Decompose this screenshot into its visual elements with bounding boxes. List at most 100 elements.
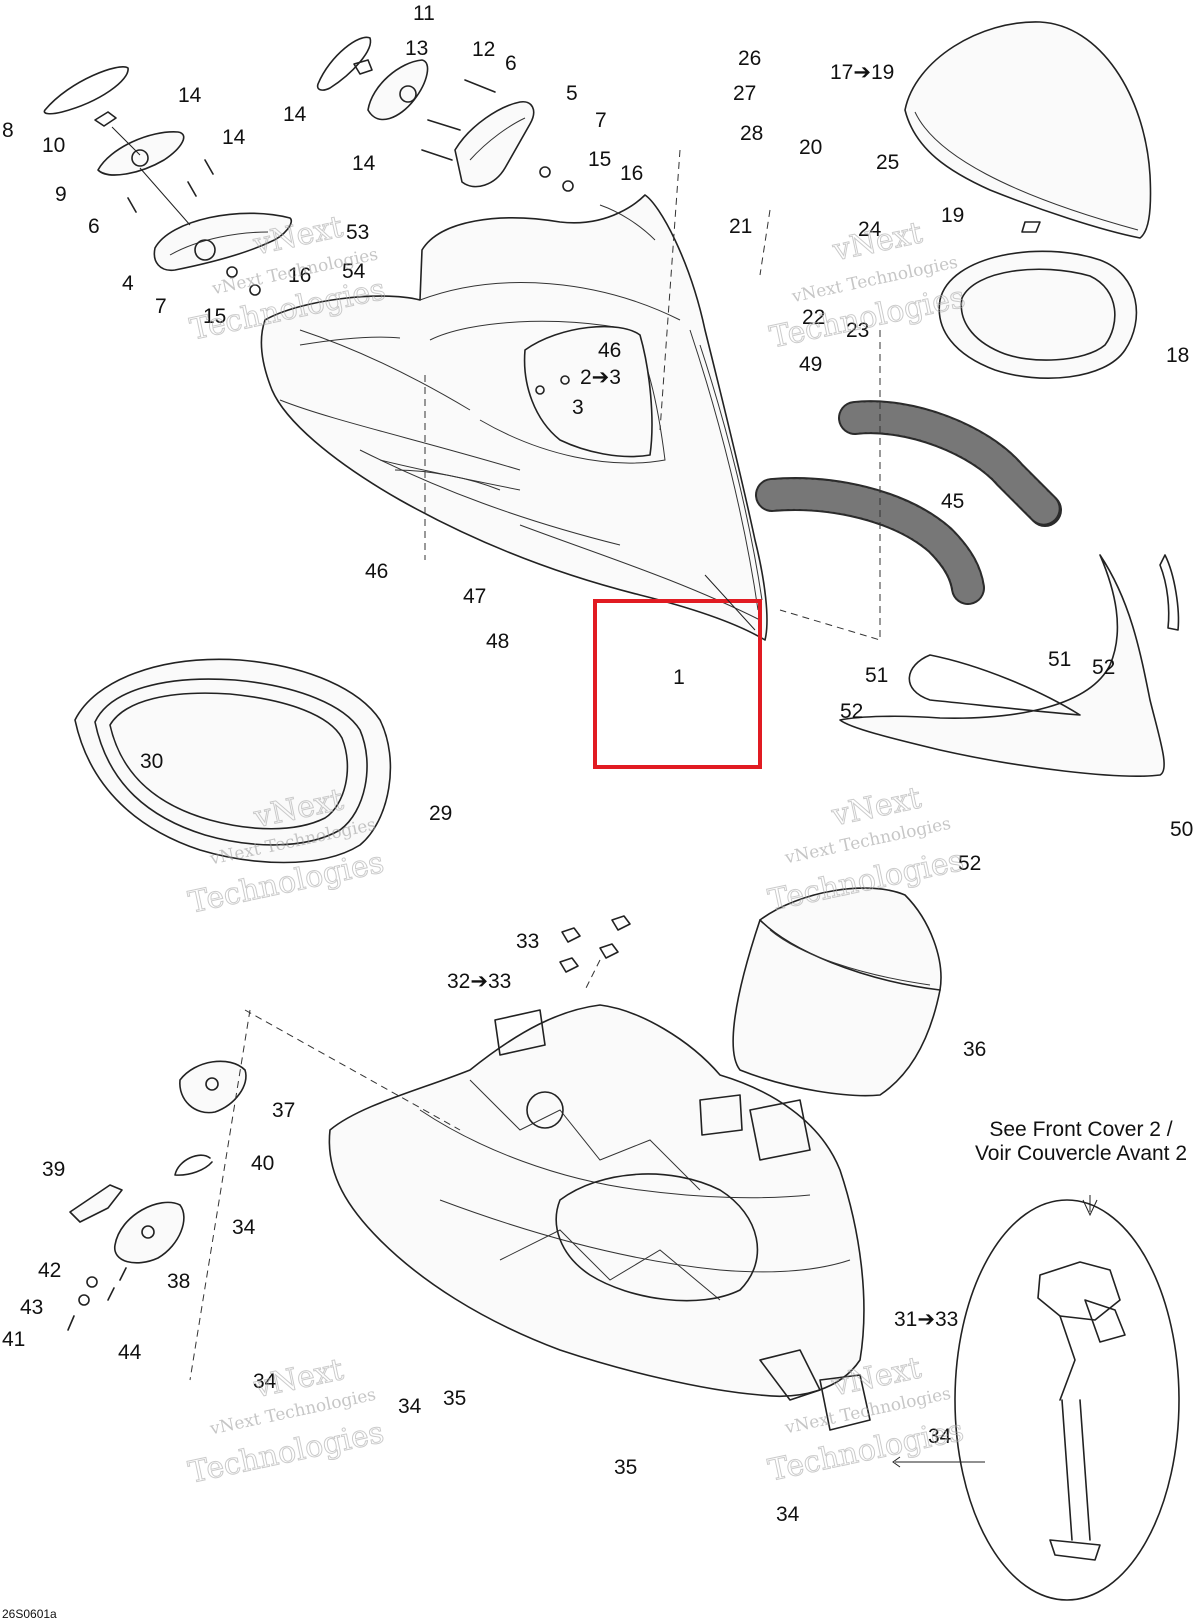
callout-2-3: 2➔3 — [580, 366, 621, 389]
callout-12: 12 — [472, 38, 495, 61]
callout-25: 25 — [876, 151, 899, 174]
callout-16a: 16 — [620, 162, 643, 185]
side-panel-50 — [839, 554, 1180, 777]
callout-46b: 46 — [365, 560, 388, 583]
callout-14b: 14 — [222, 126, 246, 149]
front-cover-2-reference — [954, 1199, 1180, 1601]
callout-16b: 16 — [288, 264, 311, 287]
windshield-17-19 — [904, 21, 1152, 239]
callout-1: 1 — [673, 666, 685, 689]
right-mirror-glass — [316, 36, 372, 91]
callout-14d: 14 — [352, 152, 376, 175]
callout-39: 39 — [42, 1158, 65, 1181]
leader-lines — [189, 149, 1098, 1468]
clip-19 — [1021, 221, 1041, 233]
callout-28: 28 — [740, 122, 763, 145]
callout-19: 19 — [941, 204, 964, 227]
left-mirror-assembly — [43, 66, 292, 296]
callout-34b: 34 — [253, 1370, 277, 1393]
callout-7a: 7 — [595, 109, 607, 132]
reference-oval — [954, 1199, 1180, 1601]
callout-15a: 15 — [588, 148, 611, 171]
callout-31-33: 31➔33 — [894, 1308, 958, 1331]
callout-54: 54 — [342, 260, 366, 283]
latch-plate-37 — [179, 1060, 247, 1114]
trim-ring-18 — [938, 250, 1138, 379]
callout-32-33: 32➔33 — [447, 970, 511, 993]
callout-46a: 46 — [598, 339, 621, 362]
callout-47: 47 — [463, 585, 486, 608]
reference-note-line2: Voir Couvercle Avant 2 — [975, 1142, 1187, 1165]
callout-37: 37 — [272, 1099, 295, 1122]
callout-10: 10 — [42, 134, 65, 157]
storage-opening — [523, 325, 653, 458]
latch-assembly — [67, 1060, 247, 1331]
left-mirror-base — [97, 131, 185, 176]
callout-14a: 14 — [178, 84, 202, 107]
callout-49: 49 — [799, 353, 822, 376]
callout-3a: 3 — [572, 396, 584, 419]
callout-6b: 6 — [88, 215, 100, 238]
callout-34c: 34 — [398, 1395, 422, 1418]
panel-50-main — [839, 554, 1165, 777]
callouts: 1 2➔3 3 4 5 6 6 7 7 8 9 10 11 12 13 14 1… — [2, 2, 1193, 1526]
callout-7b: 7 — [155, 295, 167, 318]
right-mirror-base — [367, 59, 429, 121]
svg-text:vNext: vNext — [829, 215, 925, 268]
callout-51a: 51 — [1048, 648, 1071, 671]
left-mirror-knob — [94, 111, 117, 127]
callout-18: 18 — [1166, 344, 1189, 367]
callout-35a: 35 — [443, 1387, 466, 1410]
callout-42: 42 — [38, 1259, 61, 1282]
storage-bucket-36 — [732, 887, 942, 1097]
callout-52b: 52 — [840, 700, 863, 723]
callout-36: 36 — [963, 1038, 986, 1061]
diagram-id: 26S0601a — [2, 1607, 57, 1621]
callout-6a: 6 — [505, 52, 517, 75]
callout-22: 22 — [802, 306, 825, 329]
right-mirror-assembly — [316, 36, 574, 192]
callout-17-19: 17➔19 — [830, 61, 894, 84]
callout-40: 40 — [251, 1152, 274, 1175]
air-hoses-45 — [755, 400, 1062, 605]
frame-nuts-33 — [559, 915, 631, 973]
callout-8: 8 — [2, 119, 14, 142]
callout-34a: 34 — [232, 1216, 256, 1239]
callout-5: 5 — [566, 82, 578, 105]
lever-39 — [69, 1184, 123, 1223]
callout-15b: 15 — [203, 305, 226, 328]
callout-50: 50 — [1170, 818, 1193, 841]
callout-38: 38 — [167, 1270, 190, 1293]
callout-45: 45 — [941, 490, 964, 513]
callout-51b: 51 — [865, 664, 888, 687]
callout-9: 9 — [55, 183, 67, 206]
windshield-trim — [938, 221, 1138, 379]
callout-41: 41 — [2, 1328, 25, 1351]
storage-seal — [74, 658, 392, 864]
windshield — [904, 21, 1152, 239]
spring-40 — [174, 1154, 213, 1176]
cover-shell — [260, 194, 768, 641]
callout-30: 30 — [140, 750, 163, 773]
reference-note: See Front Cover 2 / Voir Couvercle Avant… — [975, 1118, 1187, 1165]
seal-inner-30 — [109, 692, 349, 830]
callout-20: 20 — [799, 136, 822, 159]
callout-4: 4 — [122, 272, 134, 295]
callout-48: 48 — [486, 630, 509, 653]
callout-52a: 52 — [1092, 656, 1115, 679]
lower-frame — [328, 1004, 871, 1431]
callout-44: 44 — [118, 1341, 142, 1364]
callout-53: 53 — [346, 221, 369, 244]
callout-52c: 52 — [958, 852, 981, 875]
reference-note-line1: See Front Cover 2 / — [989, 1118, 1172, 1141]
callout-26: 26 — [738, 47, 761, 70]
frame-center-opening — [555, 1173, 759, 1302]
highlight-box — [593, 599, 762, 769]
left-mirror-housing-4 — [153, 212, 292, 272]
callout-21: 21 — [729, 215, 752, 238]
callout-34d: 34 — [928, 1425, 952, 1448]
front-cover-body — [260, 194, 768, 641]
callout-27: 27 — [733, 82, 756, 105]
